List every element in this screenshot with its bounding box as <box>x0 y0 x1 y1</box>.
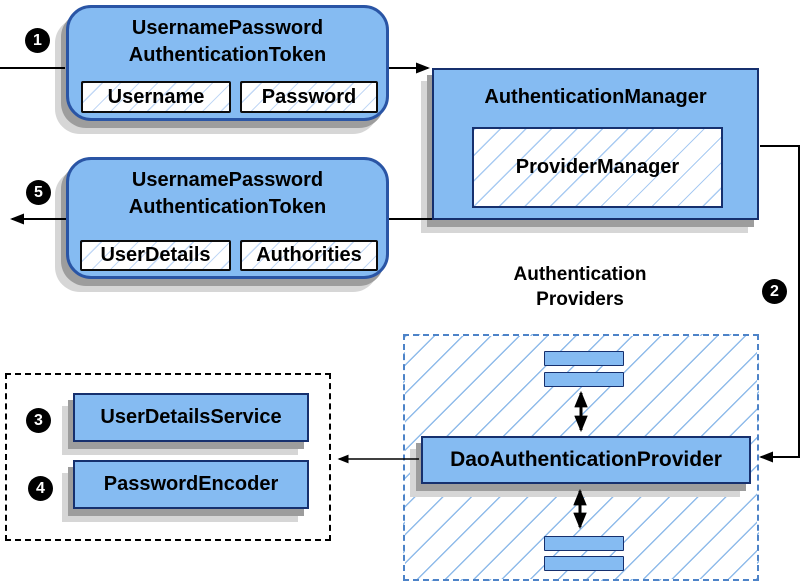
node-result-token: UsernamePassword AuthenticationToken Use… <box>66 157 389 279</box>
step-badge-2: 2 <box>762 279 787 304</box>
database-icon-bottom-disc1 <box>544 536 624 551</box>
result-token-title-line2: AuthenticationToken <box>128 196 327 218</box>
database-icon-top-disc1 <box>544 351 624 366</box>
request-token-title-line2: AuthenticationToken <box>128 44 327 66</box>
step-badge-4: 4 <box>28 476 53 501</box>
provider-manager-label: ProviderManager <box>515 156 680 178</box>
field-password: Password <box>240 81 378 113</box>
dao-authentication-provider-label: DaoAuthenticationProvider <box>450 448 722 471</box>
user-details-service-label: UserDetailsService <box>100 406 282 428</box>
field-authorities: Authorities <box>240 240 378 271</box>
step-badge-3: 3 <box>26 408 51 433</box>
authentication-manager-title: AuthenticationManager <box>484 86 707 108</box>
database-icon-bottom-disc2 <box>544 556 624 571</box>
authentication-providers-region: DaoAuthenticationProvider <box>403 334 759 581</box>
node-dao-authentication-provider: DaoAuthenticationProvider <box>421 436 751 484</box>
request-token-title-line1: UsernamePassword <box>131 17 324 39</box>
field-userdetails: UserDetails <box>80 240 231 271</box>
node-authentication-manager: AuthenticationManager ProviderManager <box>432 68 759 220</box>
node-provider-manager: ProviderManager <box>472 127 723 208</box>
database-icon-top-disc2 <box>544 372 624 387</box>
step-badge-5: 5 <box>26 180 51 205</box>
password-encoder-label: PasswordEncoder <box>103 473 279 495</box>
step-badge-1: 1 <box>25 28 50 53</box>
result-token-title-line1: UsernamePassword <box>131 169 324 191</box>
providers-label-line1: Authentication <box>513 264 647 285</box>
authentication-providers-label: Authentication Providers <box>455 262 705 312</box>
node-password-encoder: PasswordEncoder <box>73 460 309 509</box>
field-username: Username <box>81 81 231 113</box>
node-request-token: UsernamePassword AuthenticationToken Use… <box>66 5 389 121</box>
node-user-details-service: UserDetailsService <box>73 393 309 442</box>
providers-label-line2: Providers <box>536 289 624 310</box>
